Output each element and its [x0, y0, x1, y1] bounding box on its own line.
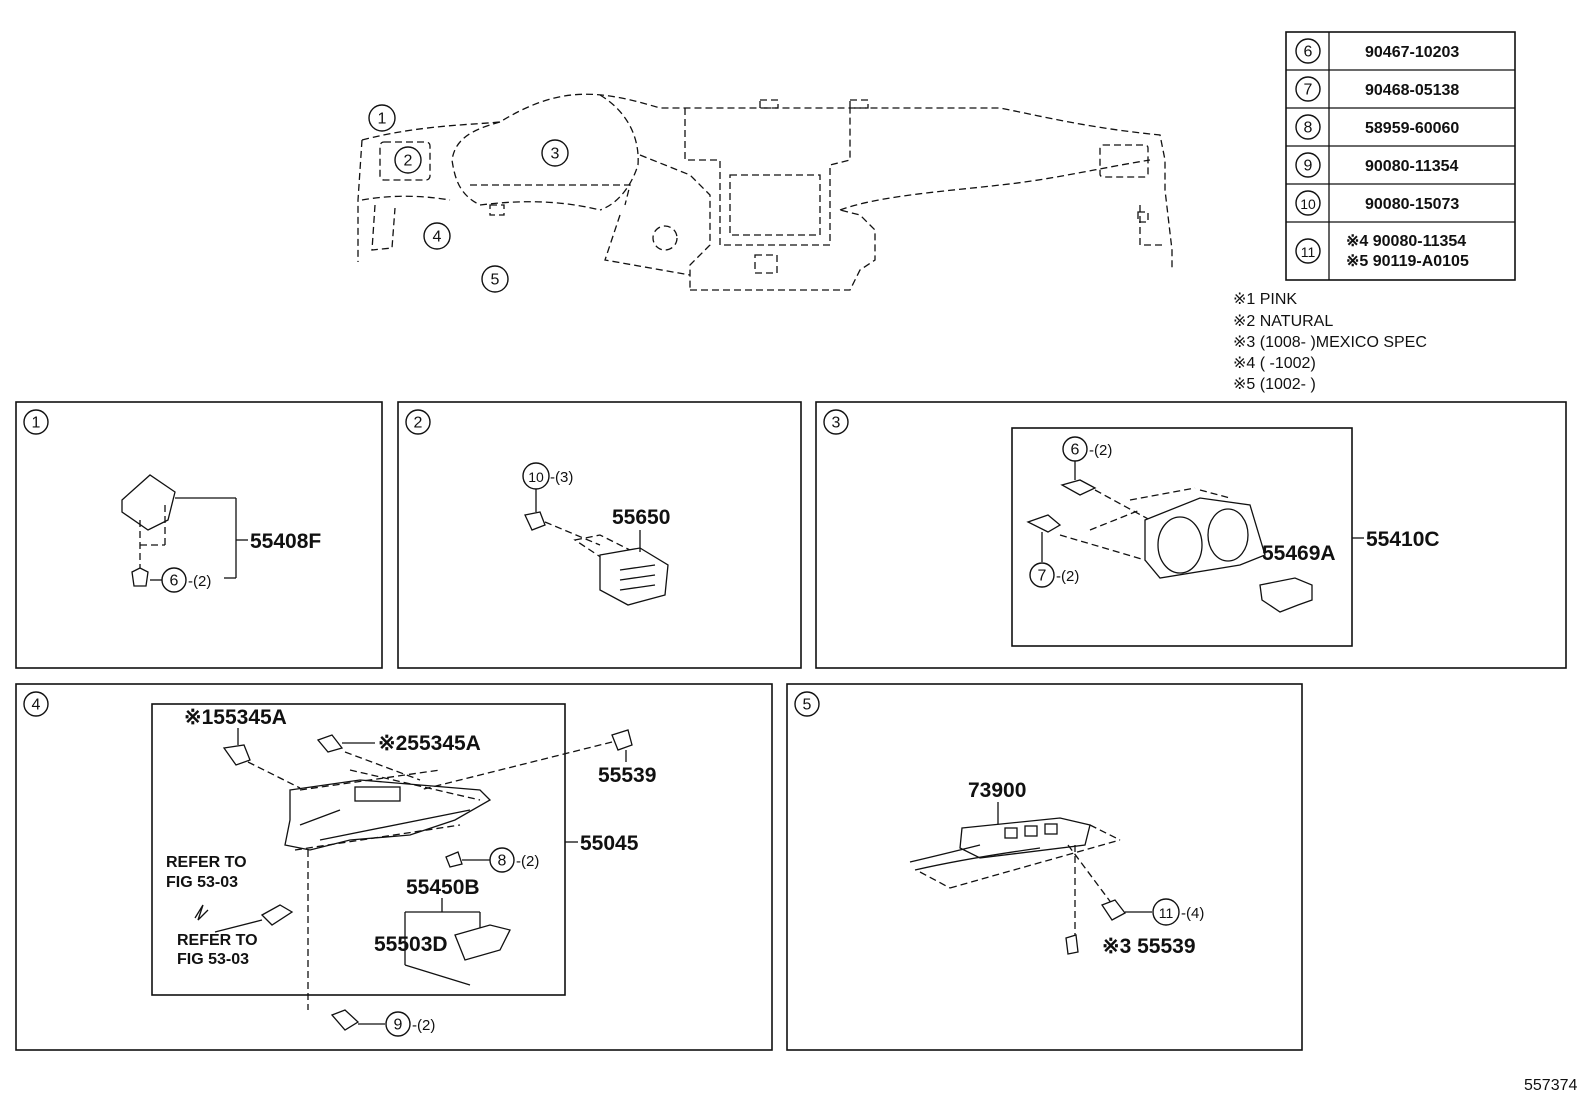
table-row-7-part: 90468-05138: [1365, 82, 1459, 99]
refer-note-2-line2: FIG 53-03: [177, 951, 249, 968]
clip-55345A-1: [222, 744, 251, 766]
part-55345A-1: ※155345A: [184, 706, 287, 729]
screw-10: [524, 511, 546, 531]
bracket-73900: [959, 817, 1091, 859]
table-row-8-key: 8: [1304, 120, 1313, 137]
table-row-11-line2: ※5 90119-A0105: [1346, 253, 1469, 270]
table-row-9-part: 90080-11354: [1365, 158, 1459, 175]
table-row-8-part: 58959-60060: [1365, 120, 1459, 137]
note-5: ※5 (1002- ): [1233, 376, 1316, 393]
meter-hood-55410C: [1144, 497, 1266, 579]
refer-note-1-line1: REFER TO: [166, 854, 247, 871]
table-row-10-key: 10: [1300, 196, 1316, 212]
fastener-11-qty: -(4): [1181, 905, 1204, 922]
table-row-6-key: 6: [1304, 44, 1313, 61]
panel-1-number: 1: [32, 415, 41, 432]
panel-4-number: 4: [32, 697, 41, 714]
note-4: ※4 ( -1002): [1233, 355, 1316, 372]
callout-3: [541, 139, 569, 167]
fastener-6-label-p3: 6: [1071, 442, 1080, 459]
vent-55650: [599, 547, 669, 606]
callout-4-label: 4: [433, 229, 442, 246]
panel-4: 4 55045 ※155345A ※255345A 55539 8 -(2) R…: [15, 683, 773, 1051]
fastener-6-qty-p3: -(2): [1089, 442, 1112, 459]
fastener-10-label: 10: [528, 469, 544, 485]
clip-55345A-2: [316, 734, 344, 753]
fastener-9-qty: -(2): [412, 1017, 435, 1034]
fastener-7-qty-p3: -(2): [1056, 568, 1079, 585]
screw-9: [330, 1009, 360, 1031]
fastener-7-label-p3: 7: [1038, 568, 1047, 585]
trim-cover-part: [121, 474, 176, 531]
overview-callouts: 1 2 3 4 5: [368, 104, 569, 293]
panel-5-number: 5: [803, 697, 812, 714]
panel-3-number: 3: [832, 415, 841, 432]
part-55469A: 55469A: [1262, 542, 1336, 565]
part-55345A-2: ※255345A: [378, 732, 481, 755]
clip-8: [445, 851, 463, 868]
table-row-11-line1: ※4 90080-11354: [1346, 233, 1466, 250]
notes: ※1 PINK ※2 NATURAL ※3 (1008- )MEXICO SPE…: [1233, 291, 1427, 393]
clip-55539-p5: [1065, 934, 1079, 955]
part-55408F: 55408F: [250, 530, 321, 553]
part-55503D: 55503D: [374, 933, 448, 956]
note-1: ※1 PINK: [1233, 291, 1297, 308]
table-row-11-key: 11: [1301, 244, 1316, 260]
clip-6: [131, 567, 149, 587]
refer-note-2-line1: REFER TO: [177, 932, 258, 949]
instrument-panel-overview: [357, 93, 1173, 291]
fastener-6-label: 6: [170, 573, 179, 590]
panel-55469A: [1259, 577, 1313, 613]
note-3: ※3 (1008- )MEXICO SPEC: [1233, 334, 1427, 351]
clip-6-p3: [1060, 479, 1097, 496]
part-55539-p5: ※3 55539: [1102, 935, 1196, 958]
table-row-6-part: 90467-10203: [1365, 44, 1459, 61]
clip-7-p3: [1026, 514, 1062, 533]
pocket-55450B: [454, 924, 511, 961]
callout-2: [394, 146, 422, 174]
callout-5-label: 5: [491, 272, 500, 289]
fastener-8-qty: -(2): [516, 853, 539, 870]
panel-5: 5 73900 11 -(4) ※3 55539: [786, 683, 1303, 1051]
panel-1: 1 55408F 6 -(2): [15, 401, 383, 669]
part-number-table: 6 90467-10203 7 90468-05138 8 58959-6006…: [1285, 31, 1516, 281]
panel-2: 2 10 -(3) 55650: [397, 401, 802, 669]
panel-3: 3 55410C 6 -(2) 7 -(2) 55469A: [815, 401, 1567, 669]
part-55045: 55045: [580, 832, 639, 855]
callout-4: [423, 222, 451, 250]
part-55450B: 55450B: [406, 876, 480, 899]
fastener-11-label: 11: [1159, 905, 1174, 921]
panel-2-number: 2: [414, 415, 423, 432]
fastener-8-label: 8: [498, 853, 507, 870]
callout-1-label: 1: [378, 111, 387, 128]
part-55410C: 55410C: [1366, 528, 1440, 551]
callout-5: [481, 265, 509, 293]
table-row-9-key: 9: [1304, 158, 1313, 175]
part-55650: 55650: [612, 506, 670, 529]
callout-1: [368, 104, 396, 132]
note-2: ※2 NATURAL: [1233, 313, 1333, 330]
clip-55539: [611, 729, 633, 751]
part-73900: 73900: [968, 779, 1026, 802]
screw-11: [1101, 899, 1126, 921]
fastener-10-qty: -(3): [550, 469, 573, 486]
table-row-10-part: 90080-15073: [1365, 196, 1459, 213]
callout-2-label: 2: [404, 153, 413, 170]
part-55539: 55539: [598, 764, 656, 787]
fastener-9-label: 9: [394, 1017, 403, 1034]
lower-panel-55045: [284, 779, 492, 851]
trim-piece: [260, 904, 294, 926]
figure-number: 557374: [1524, 1077, 1577, 1094]
callout-3-label: 3: [551, 146, 560, 163]
refer-note-1-line2: FIG 53-03: [166, 874, 238, 891]
table-row-7-key: 7: [1304, 82, 1313, 99]
fastener-6-qty: -(2): [188, 573, 211, 590]
